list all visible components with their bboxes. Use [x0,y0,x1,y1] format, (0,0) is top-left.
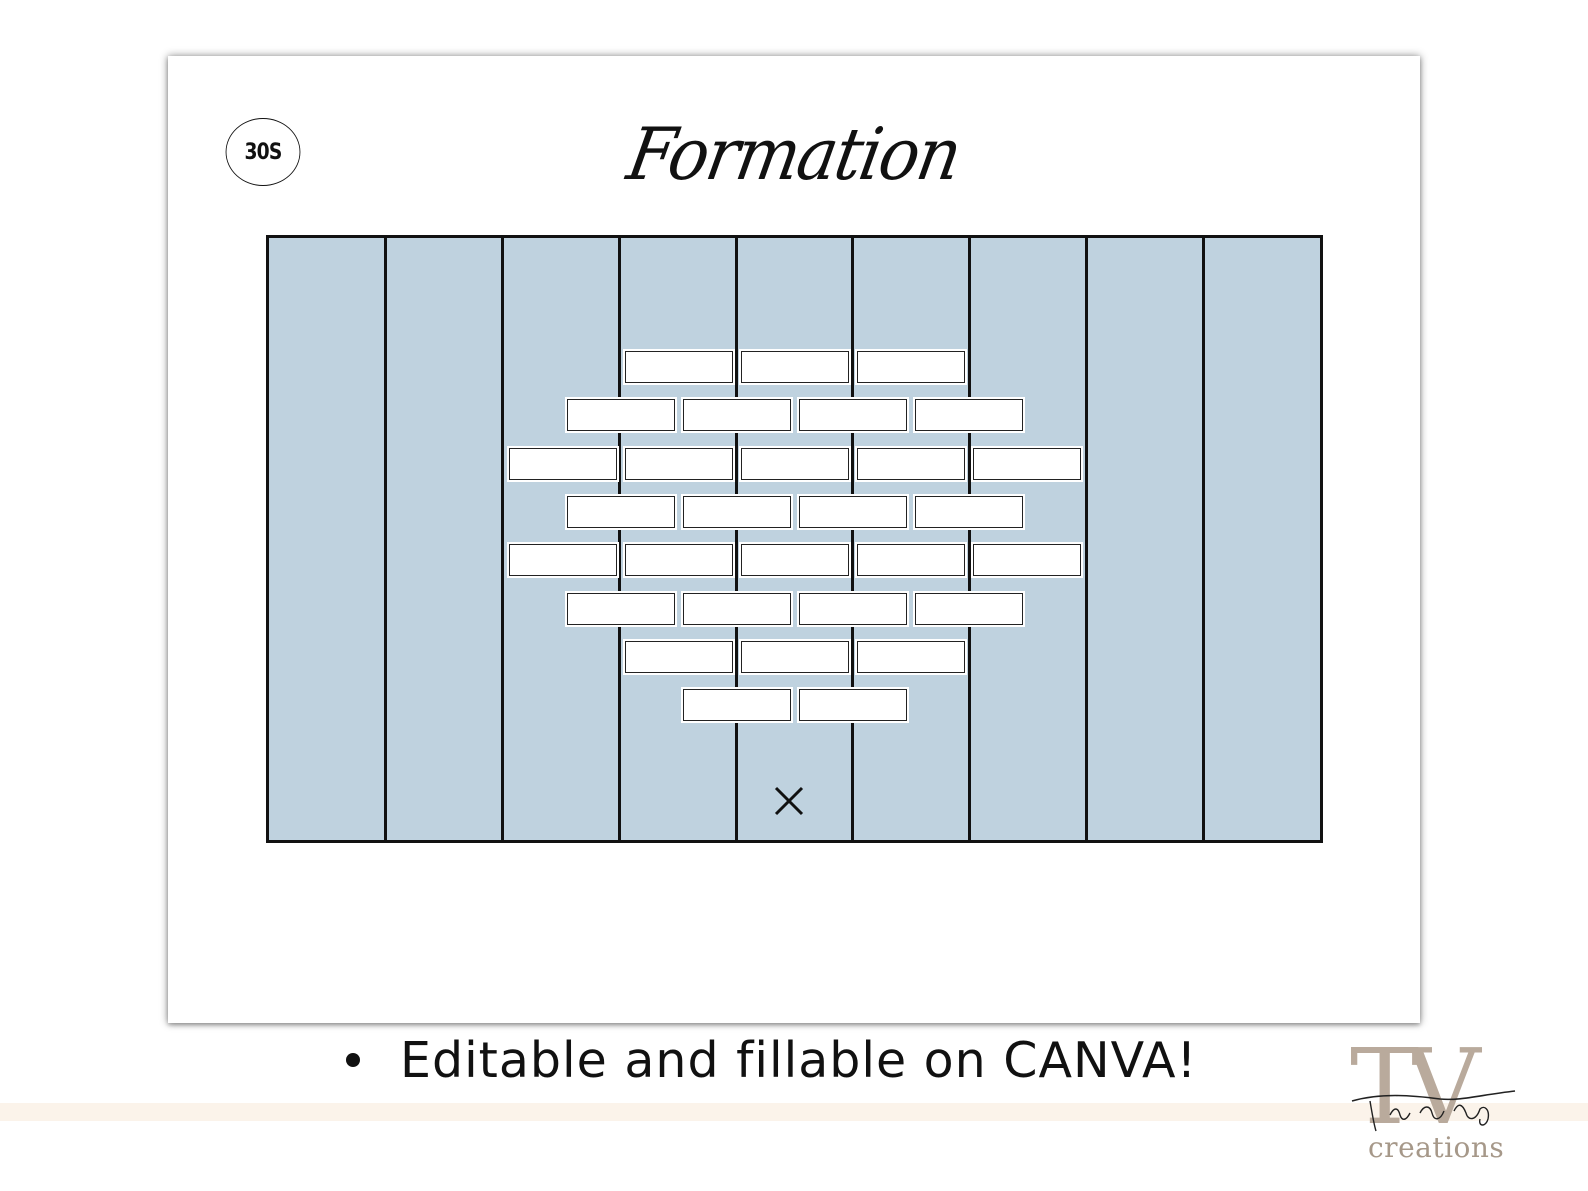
position-slot[interactable] [624,447,733,480]
bottom-accent-band [0,1103,1588,1121]
position-slot[interactable] [856,447,965,480]
position-slot[interactable] [914,495,1023,528]
position-slot[interactable] [798,592,907,625]
logo-subtitle: creations [1368,1131,1505,1164]
lane-divider [617,238,621,840]
position-slot[interactable] [682,592,791,625]
position-slot[interactable] [972,447,1081,480]
count-badge: 30S [225,118,301,186]
position-slot[interactable] [740,640,849,673]
position-slot[interactable] [566,399,675,432]
stage-grid [266,235,1323,843]
position-slot[interactable] [624,544,733,577]
position-slot[interactable] [798,399,907,432]
position-slot[interactable] [682,399,791,432]
caption-text: Editable and fillable on CANVA! [400,1031,1198,1089]
position-slot[interactable] [740,544,849,577]
lane-divider [851,238,855,840]
position-slot[interactable] [914,592,1023,625]
center-mark-icon [774,786,804,816]
position-slot[interactable] [624,351,733,383]
position-slot[interactable] [566,592,675,625]
title-text: Formation [621,112,967,196]
position-slot[interactable] [914,399,1023,432]
page-title: Formation [168,90,1420,200]
position-slot[interactable] [624,640,733,673]
position-slot[interactable] [508,544,617,577]
lane-divider [1201,238,1205,840]
signature-icon [1351,1090,1516,1132]
position-slot[interactable] [856,544,965,577]
position-slot[interactable] [682,495,791,528]
feature-caption: Editable and fillable on CANVA! [346,1028,1197,1092]
position-slot[interactable] [566,495,675,528]
position-slot[interactable] [508,447,617,480]
position-slot[interactable] [740,351,849,383]
logo-monogram: TV [1350,1026,1480,1148]
position-slot[interactable] [682,689,791,722]
position-slot[interactable] [740,447,849,480]
position-slot[interactable] [856,351,965,383]
lane-divider [384,238,388,840]
bullet-icon [346,1053,360,1067]
position-slot[interactable] [798,495,907,528]
position-slot[interactable] [972,544,1081,577]
lane-divider [968,238,972,840]
position-slot[interactable] [798,689,907,722]
lane-divider [1084,238,1088,840]
brand-logo: TV creations [1350,1035,1530,1185]
formation-sheet: 30S Formation [168,56,1420,1023]
lane-divider [734,238,738,840]
lane-divider [501,238,505,840]
position-slot[interactable] [856,640,965,673]
